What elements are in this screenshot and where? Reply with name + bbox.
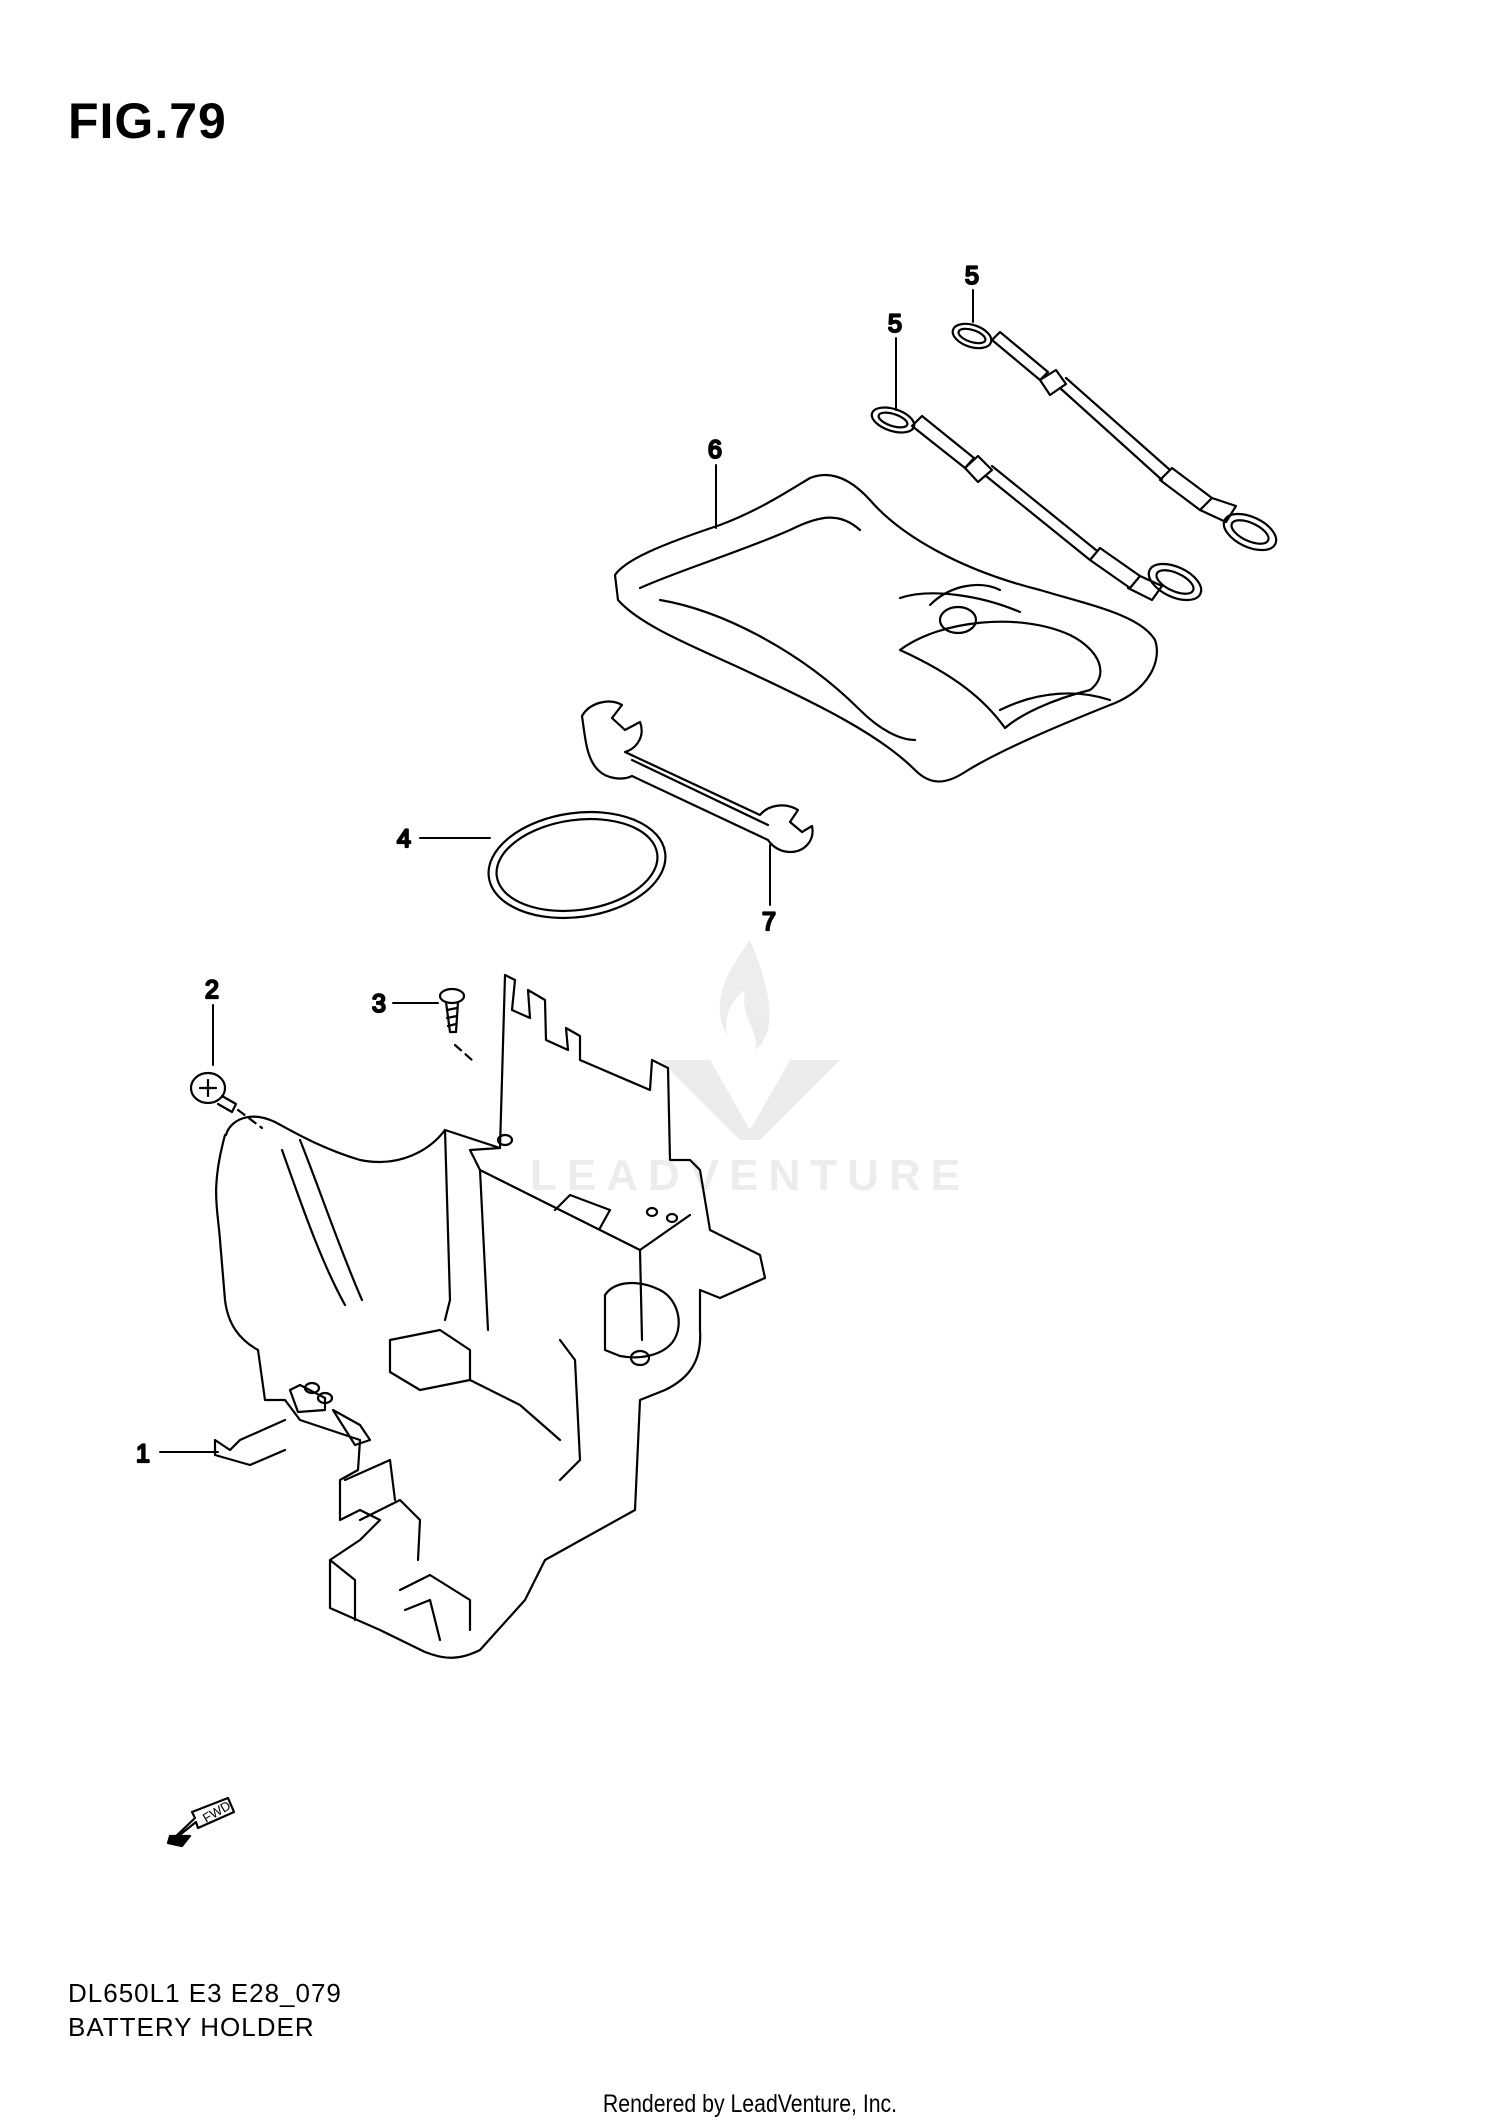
part-2-bolt[interactable] — [189, 1071, 264, 1130]
part-5-strap-lower[interactable] — [869, 403, 1207, 608]
watermark-text: LEADVENTURE — [529, 1151, 971, 1200]
render-credit: Rendered by LeadVenture, Inc. — [602, 2090, 898, 2118]
part-3-screw[interactable] — [438, 987, 474, 1062]
leader-lines — [159, 289, 974, 1453]
fwd-arrow-icon: FWD — [166, 1796, 236, 1848]
callout-5-upper: 5 — [965, 262, 979, 290]
callout-3: 3 — [372, 990, 386, 1018]
watermark: LEADVENTURE — [490, 930, 1010, 1201]
callout-1: 1 — [136, 1440, 150, 1468]
part-4-ring[interactable] — [482, 801, 673, 929]
callout-6: 6 — [708, 436, 722, 464]
section-name: BATTERY HOLDER — [68, 2012, 315, 2042]
callout-5-lower: 5 — [888, 310, 902, 338]
callout-7: 7 — [762, 908, 776, 936]
model-code: DL650L1 E3 E28_079 — [68, 1978, 342, 2008]
figure-title: FIG.79 — [68, 93, 227, 149]
callout-2: 2 — [205, 976, 219, 1004]
watermark-logo-icon — [660, 940, 840, 1140]
part-1-battery-holder[interactable] — [213, 973, 767, 1659]
part-5-strap-upper[interactable] — [950, 319, 1282, 557]
callout-4: 4 — [397, 825, 411, 853]
part-7-wrench[interactable] — [580, 700, 814, 854]
part-6-tool-bag[interactable] — [613, 473, 1158, 783]
